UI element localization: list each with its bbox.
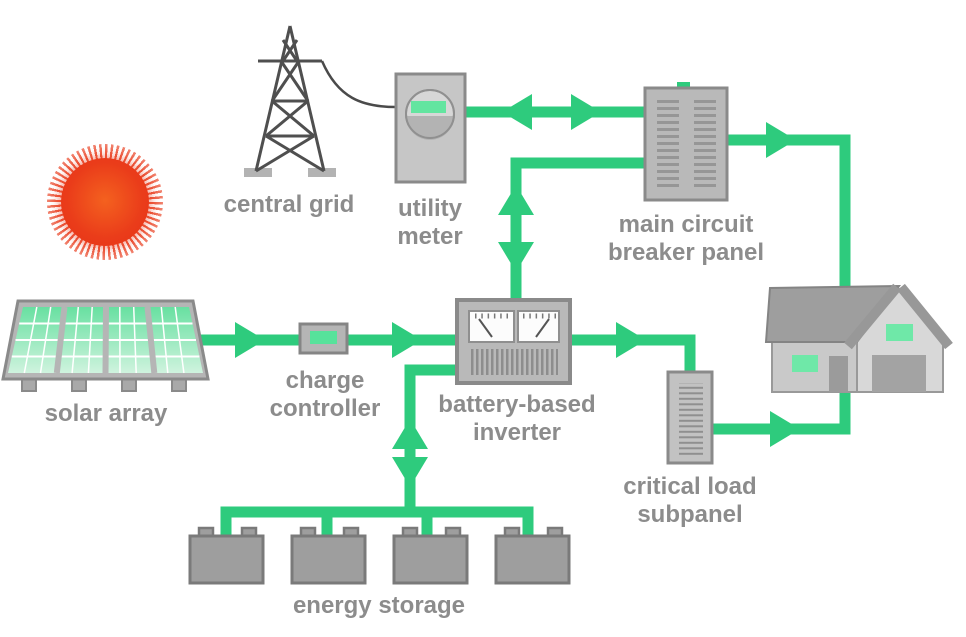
label-critical-load-subpanel: subpanel [637, 501, 742, 528]
inverter-vents [470, 349, 558, 375]
breaker-column [657, 100, 679, 190]
label-charge-controller: controller [270, 395, 381, 422]
house-icon [764, 283, 953, 393]
meter-display [411, 101, 446, 113]
house-window [792, 355, 818, 372]
flow-arrow-icon [392, 457, 428, 487]
energy-storage-icon [188, 526, 571, 585]
garage-door [872, 355, 926, 392]
battery-icon [290, 526, 367, 585]
solar-array-icon [1, 299, 210, 392]
gauge [517, 310, 560, 343]
label-battery-inverter: battery-based [438, 391, 595, 418]
service-drop-wire [320, 60, 397, 109]
flow-arrow-icon [498, 242, 534, 272]
main-breaker-panel-icon [643, 82, 729, 202]
label-critical-load-subpanel: critical load [623, 473, 756, 500]
label-energy-storage: energy storage [293, 592, 465, 619]
subpanel-breakers [679, 383, 703, 455]
flow-arrow-icon [235, 322, 265, 358]
flow-arrow-icon [616, 322, 646, 358]
house-door [829, 356, 848, 392]
label-battery-inverter: inverter [473, 419, 561, 446]
diagram-labels: central grid utility meter main circuit … [45, 191, 764, 619]
charge-controller-icon [298, 322, 349, 355]
sun-core [61, 158, 149, 246]
flow-arrow-icon [766, 122, 796, 158]
label-utility-meter: meter [397, 223, 462, 250]
label-main-breaker-panel: breaker panel [608, 239, 764, 266]
flow-inverter-to-subpanel [570, 334, 696, 374]
flow-arrow-icon [392, 322, 422, 358]
label-central-grid: central grid [224, 191, 355, 218]
battery-icon [392, 526, 469, 585]
breaker-column [694, 100, 716, 190]
sun-icon [47, 144, 163, 260]
critical-load-subpanel-icon [666, 370, 714, 465]
flow-arrow-icon [770, 411, 800, 447]
flow-arrow-icon [571, 94, 601, 130]
battery-icon [494, 526, 571, 585]
flow-arrow-icon [392, 419, 428, 449]
battery-inverter-icon [455, 298, 572, 385]
label-charge-controller: charge [286, 367, 365, 394]
flow-arrow-icon [498, 185, 534, 215]
label-utility-meter: utility [398, 195, 463, 222]
label-solar-array: solar array [45, 400, 168, 427]
battery-bus-line [220, 506, 534, 537]
battery-icon [188, 526, 265, 585]
transmission-tower-icon [244, 25, 397, 177]
label-main-breaker-panel: main circuit [619, 211, 754, 238]
house-window [886, 324, 913, 341]
flow-arrow-icon [502, 94, 532, 130]
utility-meter-icon [394, 72, 467, 184]
flow-subpanel-to-house [712, 390, 851, 435]
controller-display [310, 331, 337, 344]
